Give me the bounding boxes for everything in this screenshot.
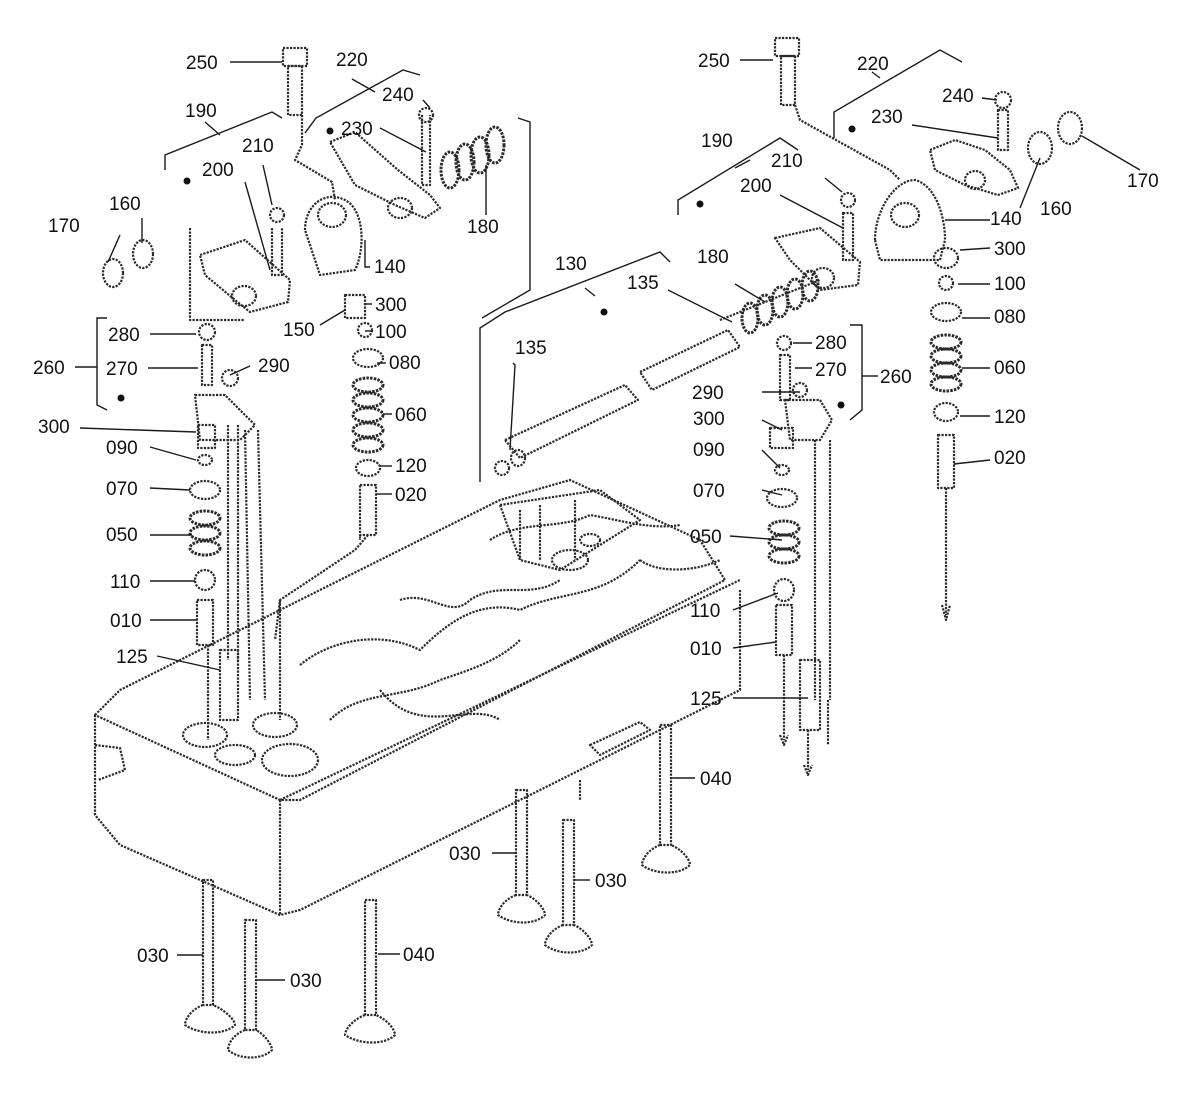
label-270-right: 270: [815, 360, 847, 381]
label-010-left: 010: [110, 611, 142, 632]
label-030-right-a: 030: [449, 844, 481, 865]
label-200-left: 200: [202, 160, 234, 181]
label-270-left: 270: [106, 359, 138, 380]
label-250-left: 250: [186, 53, 218, 74]
label-120-right: 120: [994, 407, 1026, 428]
label-100-right: 100: [994, 274, 1026, 295]
label-170-left: 170: [48, 216, 80, 237]
label-260-left: 260: [33, 358, 65, 379]
label-280-right: 280: [815, 333, 847, 354]
label-250-right: 250: [698, 51, 730, 72]
label-030-left-a: 030: [137, 946, 169, 967]
label-230-left: 230: [341, 119, 373, 140]
label-300-left-low: 300: [38, 417, 70, 438]
label-040-left: 040: [403, 945, 435, 966]
label-030-left-b: 030: [290, 971, 322, 992]
valves: [183, 723, 692, 1059]
label-260-right: 260: [880, 367, 912, 388]
label-060-left: 060: [395, 405, 427, 426]
label-110-left: 110: [110, 572, 140, 593]
label-240-right: 240: [942, 86, 974, 107]
label-210-right: 210: [771, 151, 803, 172]
label-060-right: 060: [994, 358, 1026, 379]
label-090-right: 090: [693, 440, 725, 461]
label-070-right: 070: [693, 481, 725, 502]
label-120-left: 120: [395, 456, 427, 477]
label-170-right: 170: [1127, 171, 1159, 192]
label-160-left: 160: [109, 194, 141, 215]
label-020-right: 020: [994, 448, 1026, 469]
label-080-right: 080: [994, 307, 1026, 328]
label-070-left: 070: [106, 479, 138, 500]
label-020-left: 020: [395, 485, 427, 506]
label-130-right: 130: [555, 254, 587, 275]
label-290-left: 290: [258, 356, 290, 377]
label-290-right: 290: [692, 383, 724, 404]
label-135-right-b: 135: [515, 338, 547, 359]
label-100-left: 100: [375, 322, 407, 343]
label-220-left: 220: [336, 50, 368, 71]
label-090-left: 090: [106, 438, 138, 459]
label-180-right: 180: [697, 247, 729, 268]
rocker-shaft: [493, 328, 742, 477]
label-050-right: 050: [690, 527, 722, 548]
label-040-right: 040: [700, 769, 732, 790]
assembly-dots: [117, 125, 856, 409]
label-190-left: 190: [185, 101, 217, 122]
label-030-right-b: 030: [595, 871, 627, 892]
label-300-right-top: 300: [994, 239, 1026, 260]
label-110-right: 110: [690, 601, 720, 622]
leader-lines: [75, 49, 1141, 981]
label-160-right: 160: [1040, 199, 1072, 220]
cylinder-head: [93, 478, 742, 917]
label-220-right: 220: [857, 54, 889, 75]
label-150-left: 150: [283, 320, 315, 341]
right-rocker-assembly: [719, 36, 1084, 777]
label-300-right-low: 300: [693, 409, 725, 430]
label-080-left: 080: [389, 353, 421, 374]
label-125-right: 125: [690, 689, 722, 710]
label-300-left-top: 300: [375, 295, 407, 316]
label-180-left: 180: [467, 217, 499, 238]
label-190-right: 190: [701, 131, 733, 152]
label-050-left: 050: [106, 525, 138, 546]
label-240-left: 240: [382, 85, 414, 106]
left-rocker-assembly: [101, 46, 506, 740]
label-135-right-a: 135: [627, 273, 659, 294]
callout-labels: 250 220 240 230 190 210 200 180 170 160 …: [33, 50, 1159, 992]
label-280-left: 280: [108, 325, 140, 346]
label-210-left: 210: [242, 136, 274, 157]
label-140-right: 140: [990, 209, 1022, 230]
label-125-left: 125: [116, 647, 148, 668]
label-010-right: 010: [690, 639, 722, 660]
label-200-right: 200: [740, 176, 772, 197]
label-140-left: 140: [374, 257, 406, 278]
label-230-right: 230: [871, 107, 903, 128]
